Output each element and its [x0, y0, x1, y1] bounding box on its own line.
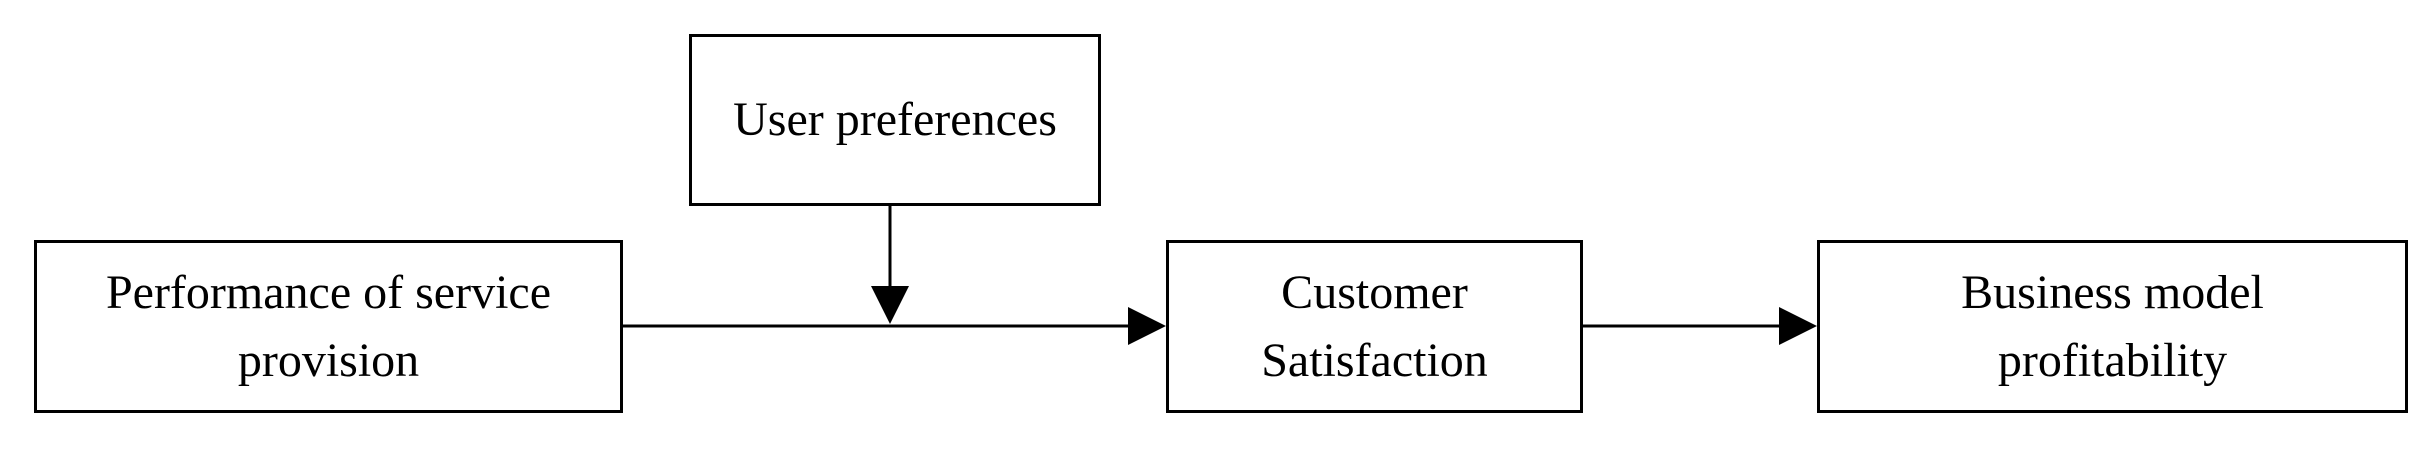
node-satisfaction-label-line-1: Customer	[1281, 265, 1468, 319]
node-user-preferences: User preferences	[689, 34, 1101, 206]
node-user-preferences-label: User preferences	[733, 93, 1057, 146]
edge-satisfaction-to-profitability-arrowhead	[1779, 307, 1817, 345]
edge-user-preferences-to-link-arrowhead	[871, 286, 909, 324]
node-satisfaction-label-line-2: Satisfaction	[1261, 333, 1488, 387]
node-performance-label-line-1: Performance of service	[105, 265, 552, 319]
node-business-model-profitability: Business model profitability	[1817, 240, 2408, 413]
node-performance-label-line-2: provision	[237, 333, 420, 387]
edge-performance-to-satisfaction-arrowhead	[1128, 307, 1166, 345]
node-customer-satisfaction: Customer Satisfaction	[1166, 240, 1583, 413]
node-performance-of-service-provision: Performance of service provision	[34, 240, 623, 413]
node-profitability-label-line-1: Business model	[1961, 265, 2264, 319]
node-profitability-label-line-2: profitability	[1997, 333, 2228, 387]
